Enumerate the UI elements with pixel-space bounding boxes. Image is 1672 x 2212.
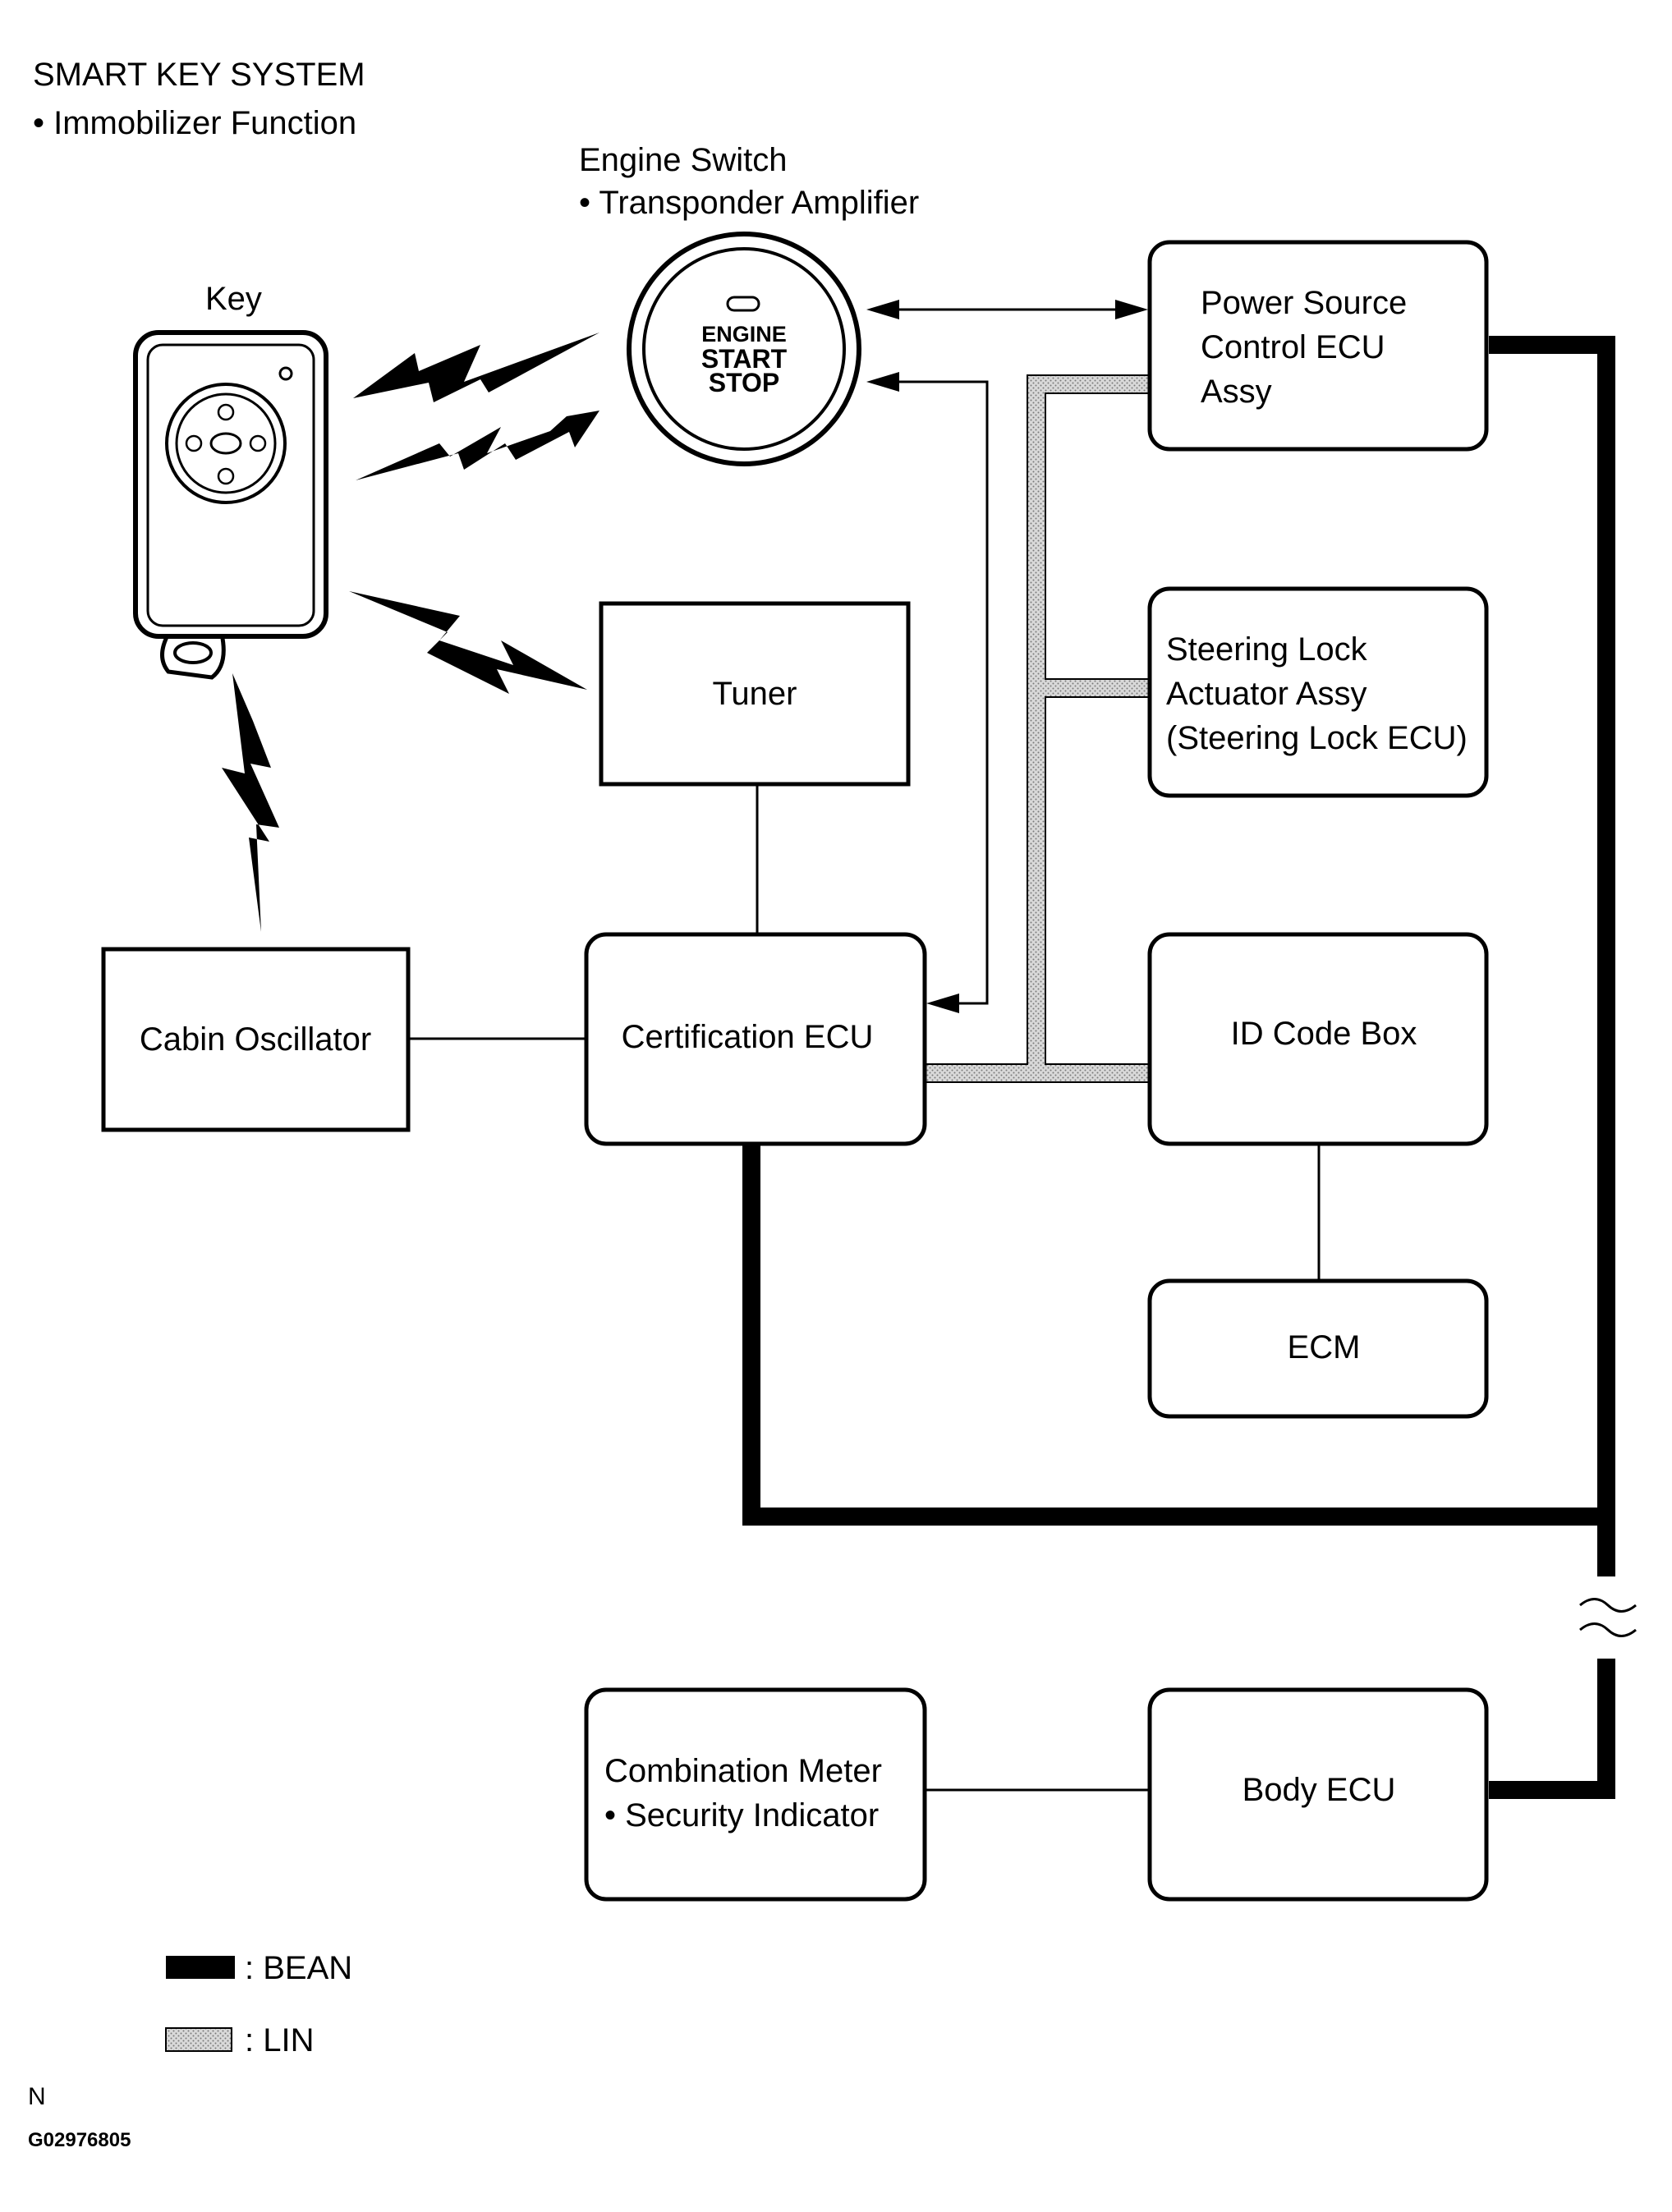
button-line-stop: STOP bbox=[709, 368, 780, 397]
footer-code: G02976805 bbox=[28, 2129, 131, 2151]
tuner-label: Tuner bbox=[712, 676, 797, 712]
button-line-start: START bbox=[701, 344, 788, 374]
lightning-oscillator-to-key-icon bbox=[222, 673, 279, 932]
power-source-ecu-box: Power Source Control ECU Assy bbox=[1147, 240, 1489, 452]
power-source-line-1: Power Source bbox=[1201, 285, 1407, 321]
legend-lin-swatch bbox=[165, 2027, 232, 2052]
bean-bus bbox=[742, 336, 1615, 1799]
legend-lin-label: : LIN bbox=[245, 2022, 314, 2058]
steering-lock-line-2: Actuator Assy bbox=[1166, 676, 1367, 712]
engine-power-double-arrow bbox=[866, 300, 1148, 319]
lightning-to-key-icon bbox=[353, 333, 599, 402]
engine-switch-title: Engine Switch bbox=[579, 142, 787, 178]
steering-lock-line-1: Steering Lock bbox=[1166, 631, 1368, 668]
tuner-box: Tuner bbox=[599, 601, 911, 787]
lin-bus bbox=[926, 374, 1148, 1083]
ecm-label: ECM bbox=[1288, 1329, 1361, 1365]
body-ecu-box: Body ECU bbox=[1147, 1687, 1489, 1902]
body-ecu-label: Body ECU bbox=[1243, 1772, 1396, 1808]
key-fob-icon bbox=[133, 330, 328, 680]
lightning-from-key-icon bbox=[356, 411, 599, 480]
bean-break-mark bbox=[1577, 1581, 1637, 1654]
engine-cert-double-arrow bbox=[866, 372, 989, 1013]
legend-bean-label: : BEAN bbox=[245, 1950, 352, 1986]
page-subtitle: • Immobilizer Function bbox=[33, 105, 356, 141]
id-code-box-label: ID Code Box bbox=[1231, 1016, 1417, 1052]
power-source-line-3: Assy bbox=[1201, 374, 1272, 410]
ecm-box: ECM bbox=[1147, 1278, 1489, 1419]
power-source-line-2: Control ECU bbox=[1201, 329, 1385, 365]
button-led-icon bbox=[726, 296, 760, 312]
legend: : BEAN : LIN bbox=[165, 1950, 352, 2058]
combination-meter-box: Combination Meter • Security Indicator bbox=[584, 1687, 927, 1902]
certification-ecu-box: Certification ECU bbox=[584, 932, 927, 1146]
legend-bean-swatch bbox=[166, 1956, 235, 1979]
lightning-to-tuner-icon bbox=[349, 591, 587, 694]
button-line-engine: ENGINE bbox=[701, 322, 787, 346]
steering-lock-line-3: (Steering Lock ECU) bbox=[1166, 720, 1468, 756]
certification-ecu-label: Certification ECU bbox=[622, 1019, 874, 1055]
key-label: Key bbox=[205, 281, 262, 317]
cabin-oscillator-box: Cabin Oscillator bbox=[101, 947, 411, 1132]
page-title: SMART KEY SYSTEM bbox=[33, 57, 365, 93]
footer-mark: N bbox=[28, 2083, 46, 2110]
combination-meter-line-2: • Security Indicator bbox=[604, 1797, 879, 1833]
engine-switch-subtitle: • Transponder Amplifier bbox=[579, 185, 919, 221]
wireless-signal-icons bbox=[222, 333, 599, 932]
engine-start-stop-button: ENGINE START STOP bbox=[627, 232, 861, 466]
combination-meter-line-1: Combination Meter bbox=[604, 1753, 882, 1789]
steering-lock-box: Steering Lock Actuator Assy (Steering Lo… bbox=[1147, 586, 1489, 798]
id-code-box: ID Code Box bbox=[1147, 932, 1489, 1146]
cabin-oscillator-label: Cabin Oscillator bbox=[140, 1021, 371, 1058]
